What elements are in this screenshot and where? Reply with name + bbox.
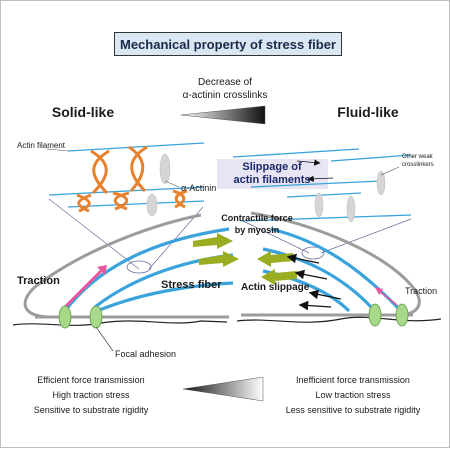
right-traction-arrow (375, 287, 398, 306)
transition-wedge (180, 105, 266, 125)
crosslinker-leader (380, 166, 400, 176)
zoom-line-left-a (48, 198, 140, 270)
actin-filament-label: Actin filament (17, 141, 66, 150)
stress-fiber-label: Stress fiber (161, 279, 222, 291)
slippage-label-line-1: Slippage of (242, 161, 302, 173)
zoom-line-right-b (320, 218, 412, 254)
left-cell (12, 213, 229, 326)
right-property-1: Inefficient force transmission (296, 375, 410, 385)
left-traction-arrow (61, 265, 107, 311)
zoom-circle-left (126, 260, 152, 274)
other-crosslinkers-line-1: Other weak (402, 154, 433, 160)
slippage-label-line-2: actin filaments (233, 174, 311, 186)
traction-right-label: Traction (405, 286, 438, 296)
left-property-1: Efficient force transmission (37, 375, 145, 385)
diagram-title: Mechanical property of stress fiber (114, 32, 342, 56)
traction-left-label: Traction (17, 275, 60, 287)
right-property-3: Less sensitive to substrate rigidity (285, 405, 421, 415)
actinin-leader (164, 180, 180, 188)
right-grey-crosslinks (314, 170, 386, 223)
left-property-2: High traction stress (52, 390, 130, 400)
right-property-2: Low traction stress (315, 390, 391, 400)
fluid-like-heading: Fluid-like (337, 104, 399, 120)
other-crosslinkers-line-2: crosslinkers (402, 162, 434, 168)
right-myosin-arrows (257, 251, 297, 285)
focal-adhesion-label: Focal adhesion (115, 349, 177, 359)
actin-filament-leader (46, 148, 70, 152)
zoom-circle-right (301, 246, 325, 260)
alpha-actinin-label: α-Actinin (181, 183, 217, 193)
right-zoom-filaments (232, 148, 412, 222)
left-focal-adhesions (58, 305, 103, 329)
left-grey-crosslinks (146, 153, 171, 217)
right-stress-fibers (262, 227, 403, 313)
transition-line-2: α-actinin crosslinks (182, 90, 268, 101)
actin-slippage-label: Actin slippage (241, 282, 310, 293)
alpha-actinin-crosslinks (76, 145, 188, 213)
slippage-arrows (296, 159, 334, 182)
actin-slippage-arrows (286, 253, 342, 311)
left-property-3: Sensitive to substrate rigidity (33, 405, 149, 415)
transition-line-1: Decrease of (198, 77, 252, 88)
left-myosin-arrows (193, 233, 239, 267)
contractile-force-line-1: Contractile force (221, 213, 293, 223)
contractile-force-line-2: by myosin (234, 225, 280, 235)
comparison-wedge (182, 376, 264, 402)
right-focal-adhesions (368, 303, 409, 327)
focal-adhesion-leader (95, 326, 114, 352)
solid-like-heading: Solid-like (51, 104, 115, 120)
zoom-line-right-a (242, 220, 310, 254)
